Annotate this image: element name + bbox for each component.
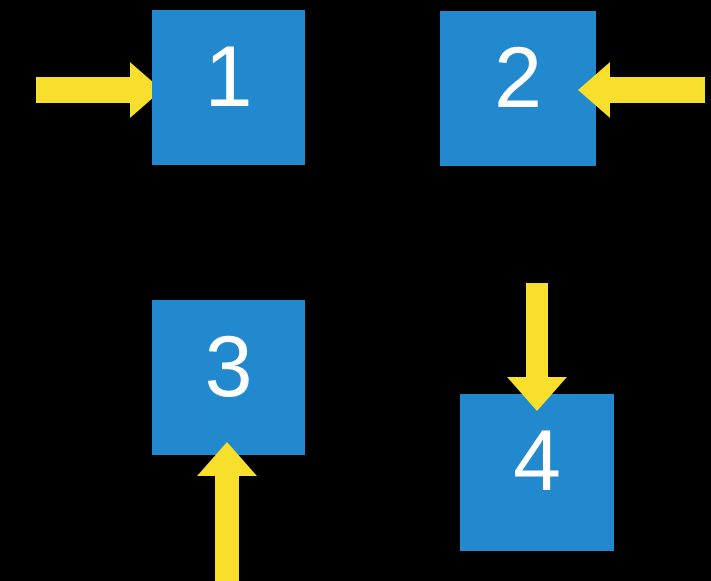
arrow-down-into-box-4 [507, 283, 567, 411]
arrow-up-icon [197, 442, 257, 581]
node-box-1[interactable]: 1 [152, 10, 305, 165]
node-box-3[interactable]: 3 [152, 300, 305, 455]
node-box-2[interactable]: 2 [440, 11, 596, 166]
arrow-left-into-box-2 [578, 62, 705, 118]
node-box-2-label: 2 [494, 30, 542, 126]
arrow-right-icon [36, 62, 162, 118]
node-box-4-label: 4 [513, 413, 561, 509]
node-box-4[interactable]: 4 [460, 394, 614, 551]
node-box-1-label: 1 [204, 29, 253, 125]
arrow-down-icon [507, 283, 567, 411]
arrow-right-into-box-1 [36, 62, 162, 118]
arrow-left-icon [578, 62, 705, 118]
arrow-up-into-box-3 [197, 442, 257, 581]
node-box-3-label: 3 [204, 319, 253, 415]
